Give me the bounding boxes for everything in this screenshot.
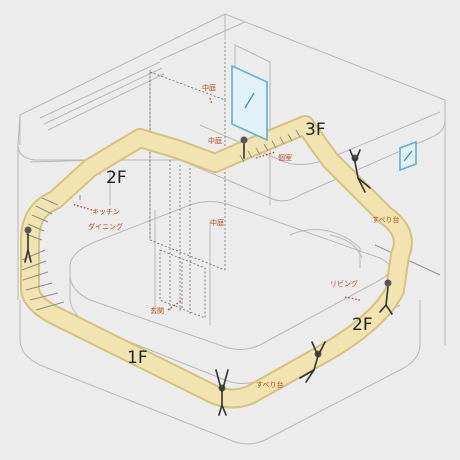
person-1f bbox=[215, 369, 229, 416]
interior-volumes bbox=[19, 70, 421, 445]
room-label-kitchen: キッチン bbox=[92, 208, 120, 216]
courtyard-window bbox=[231, 64, 268, 142]
side-window-glint bbox=[403, 150, 413, 162]
courtyard-top-arrow bbox=[209, 97, 213, 105]
room-label-courtyard-center: 中庭 bbox=[210, 218, 224, 227]
person-2f-right bbox=[379, 279, 393, 315]
room-label-slide-bottom: すべり台 bbox=[256, 380, 284, 389]
person-stair-left bbox=[24, 226, 32, 263]
left-stair bbox=[21, 197, 65, 311]
person-slide-upper bbox=[349, 149, 371, 193]
flow-arrows bbox=[71, 97, 361, 311]
room-label-courtyard-mid: 中庭 bbox=[208, 136, 222, 145]
floor-label-2f-left: 2F bbox=[106, 168, 127, 188]
room-label-study: 個室 bbox=[278, 153, 292, 162]
room-label-dining: ダイニング bbox=[88, 222, 123, 231]
room-label-slide-right: すべり台 bbox=[372, 215, 400, 224]
kitchen-arrow bbox=[71, 203, 93, 211]
room-label-living: リビング bbox=[330, 279, 358, 288]
circulation-path bbox=[20, 115, 413, 409]
living-arrow bbox=[344, 296, 361, 301]
floor-label-1f: 1F bbox=[127, 348, 148, 368]
courtyard-core bbox=[149, 40, 226, 319]
people bbox=[24, 136, 393, 416]
room-label-entrance: 玄関 bbox=[150, 306, 164, 315]
room-label-courtyard-top: 中庭 bbox=[202, 83, 216, 92]
windows bbox=[231, 64, 417, 172]
person-3f-stair bbox=[240, 136, 248, 159]
entrance-arrow bbox=[167, 299, 183, 311]
person-slide-lower bbox=[299, 341, 326, 383]
window-glint bbox=[244, 92, 255, 109]
floor-label-3f: 3F bbox=[305, 120, 326, 140]
upper-stair bbox=[239, 129, 301, 163]
floor-label-2f-right: 2F bbox=[352, 315, 373, 335]
